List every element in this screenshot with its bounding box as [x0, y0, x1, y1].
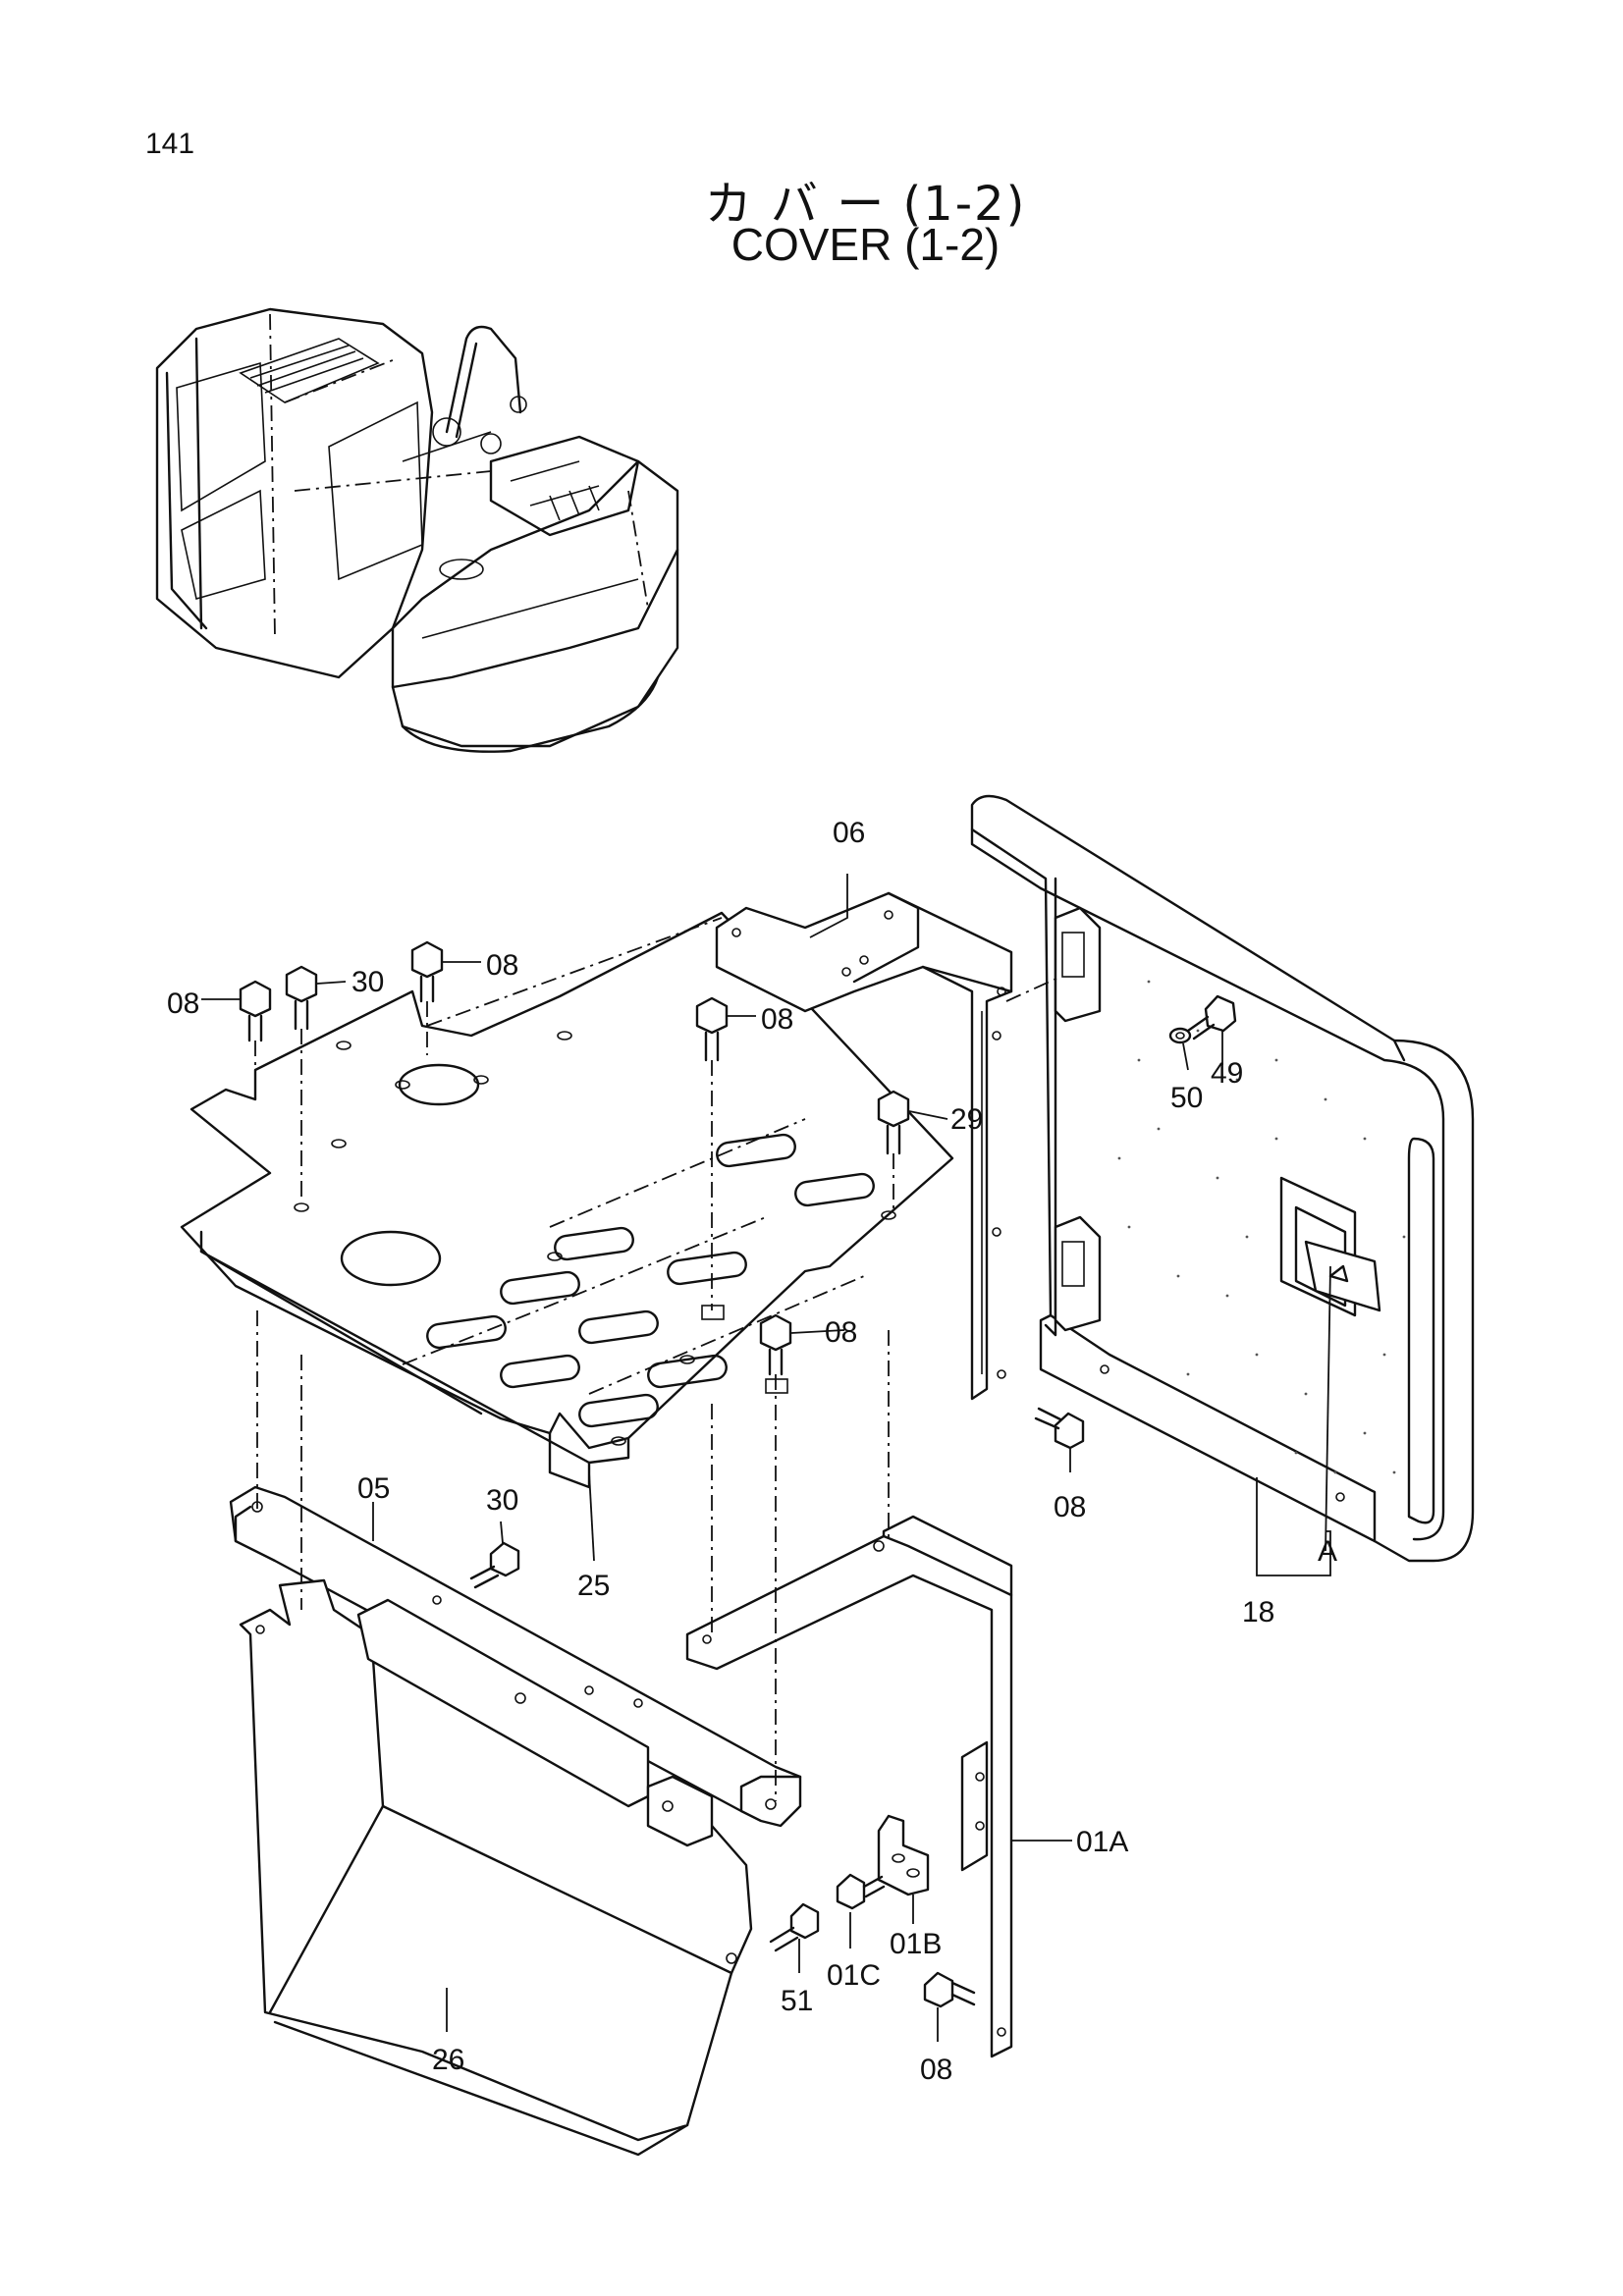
bolt-08-left [239, 980, 272, 1042]
title-english: COVER (1-2) [730, 219, 1001, 270]
callout-A: A [1318, 1535, 1337, 1568]
leader-lines [201, 874, 1331, 2042]
bolt-49 [1186, 994, 1237, 1041]
callout-30: 30 [352, 966, 384, 998]
bolt-08-bottom [923, 1971, 976, 2008]
rail-05 [229, 1485, 802, 1828]
assembly-center-lines [254, 976, 1061, 1801]
bolt-30-top [285, 965, 318, 1031]
callout-01C: 01C [827, 1959, 881, 1992]
callout-08: 08 [167, 988, 199, 1020]
excavator-overview-illustration [155, 307, 679, 753]
side-cover-18 [970, 794, 1475, 1563]
callout-18: 18 [1242, 1596, 1274, 1629]
bracket-01A [685, 1515, 1013, 2058]
lower-panel-26 [239, 1578, 753, 2157]
bolt-51 [769, 1902, 820, 1952]
bolt-30-lower [469, 1541, 520, 1589]
washer-50 [1168, 1027, 1192, 1044]
callout-30: 30 [486, 1484, 518, 1517]
callout-labels: 06 08 30 08 08 29 50 49 08 08 05 30 25 A… [167, 817, 1337, 2086]
callout-06: 06 [833, 817, 865, 849]
title-japanese: カ バ ー (1-2) [704, 177, 1027, 232]
bolt-08-center [695, 996, 729, 1062]
callout-05: 05 [357, 1472, 390, 1505]
callout-08: 08 [486, 949, 518, 982]
bolt-08-top [410, 940, 444, 1003]
floor-plate-25 [180, 911, 954, 1489]
callout-51: 51 [781, 1985, 813, 2017]
callout-08: 08 [1054, 1491, 1086, 1523]
callout-08: 08 [761, 1003, 793, 1036]
bolt-08-side [1034, 1407, 1085, 1450]
callout-08: 08 [825, 1316, 857, 1349]
callout-49: 49 [1211, 1057, 1243, 1090]
bolt-29 [877, 1090, 910, 1155]
bracket-06 [715, 891, 1013, 1401]
page-number: 141 [145, 128, 195, 160]
bolt-01C [836, 1873, 886, 1910]
bolt-08-right-center [759, 1313, 792, 1376]
plate-01B [877, 1814, 930, 1896]
callout-01B: 01B [890, 1928, 942, 1960]
callout-08: 08 [920, 2054, 952, 2086]
callout-26: 26 [432, 2044, 464, 2076]
callout-25: 25 [577, 1570, 610, 1602]
callout-50: 50 [1170, 1082, 1203, 1114]
callout-01A: 01A [1076, 1826, 1128, 1858]
callout-29: 29 [950, 1103, 983, 1136]
